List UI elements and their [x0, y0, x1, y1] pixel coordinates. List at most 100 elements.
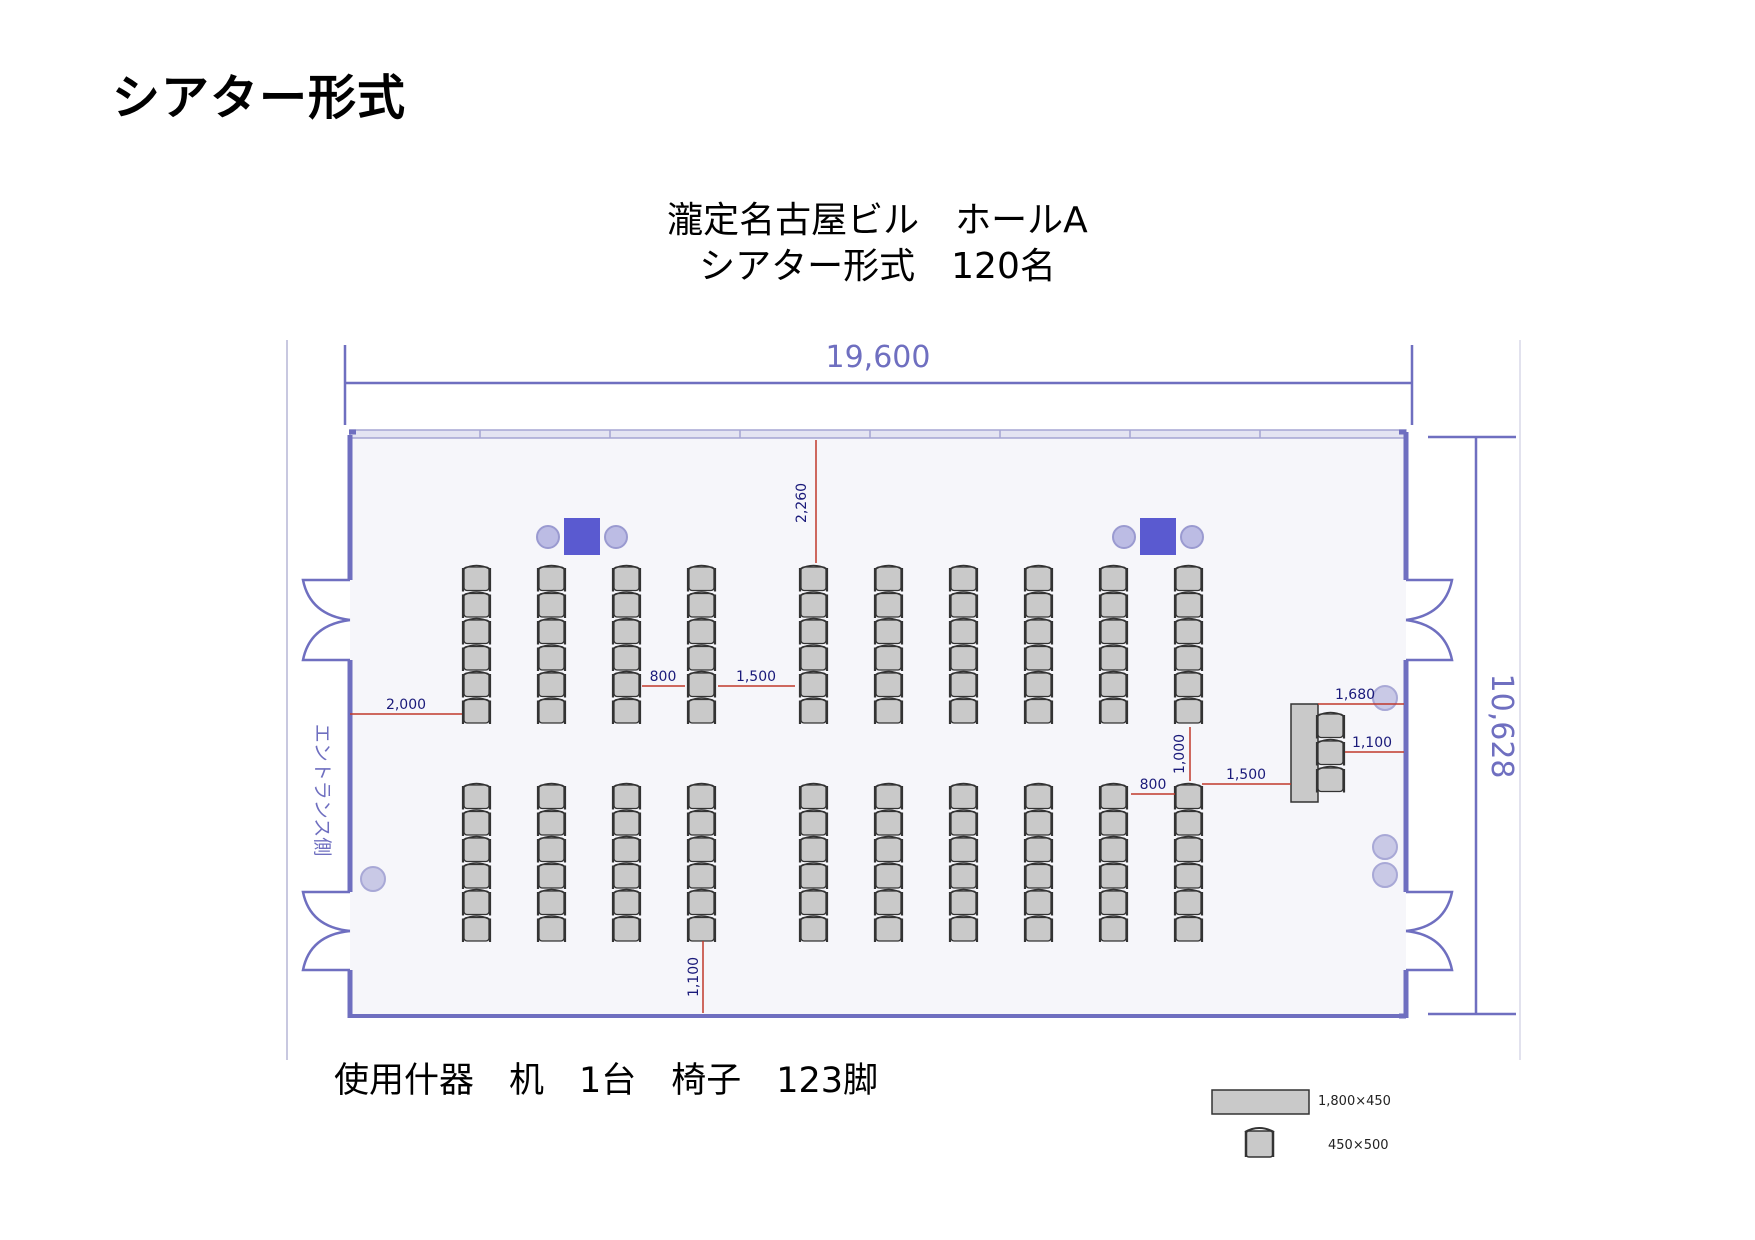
dim-right-center: 1,500 [1226, 767, 1266, 783]
chair [1098, 670, 1129, 698]
legend-table-label: 1,800×450 [1318, 1094, 1391, 1109]
chair [1023, 644, 1054, 671]
chair [536, 697, 567, 724]
chair [873, 862, 904, 889]
depth-dimension [1428, 435, 1516, 1016]
page-title: シアター形式 [112, 70, 407, 126]
chair [873, 564, 904, 592]
hall-title-line1: 瀧定名古屋ビル ホールA [667, 200, 1088, 241]
chair [798, 697, 829, 724]
chair [536, 644, 567, 671]
chair [948, 617, 979, 645]
chair [1173, 888, 1204, 916]
chair [611, 809, 642, 836]
chair [611, 644, 642, 671]
chair [948, 670, 979, 698]
chair [1173, 591, 1204, 618]
dimension-lines [350, 440, 1404, 1013]
chair [948, 564, 979, 592]
chair [611, 591, 642, 618]
chair [948, 809, 979, 836]
legend-chair-symbol [1244, 1127, 1275, 1158]
chair [798, 591, 829, 618]
chair [798, 862, 829, 889]
chair [1173, 564, 1204, 592]
chair [536, 782, 567, 810]
chair [461, 644, 492, 671]
chair [611, 617, 642, 645]
chair [873, 617, 904, 645]
entrance-label: エントランス側 [311, 724, 333, 857]
chair [873, 697, 904, 724]
speaker-table-left [536, 518, 628, 555]
chair [686, 617, 717, 645]
chair [1098, 591, 1129, 618]
chair [1173, 617, 1204, 645]
chair [536, 809, 567, 836]
chair [461, 835, 492, 863]
chair [798, 782, 829, 810]
chair [461, 697, 492, 724]
chair [1023, 782, 1054, 810]
chair [611, 835, 642, 863]
chair [1098, 564, 1129, 592]
hall-title-line2: シアター形式 120名 [699, 246, 1056, 287]
chair [1023, 697, 1054, 724]
chair [1173, 915, 1204, 942]
chair [536, 835, 567, 863]
chair [798, 617, 829, 645]
chair [948, 782, 979, 810]
chair [536, 862, 567, 889]
chair [1098, 697, 1129, 724]
chair [1173, 697, 1204, 724]
chair [1173, 782, 1204, 810]
chair [1173, 644, 1204, 671]
chair [873, 809, 904, 836]
chair [1023, 809, 1054, 836]
speaker-table-right [1112, 518, 1204, 555]
chair [611, 670, 642, 698]
dim-entrance-gap: 2,000 [386, 697, 426, 713]
chair [1315, 711, 1346, 739]
chair [1098, 862, 1129, 889]
chair [1098, 835, 1129, 863]
chair [873, 782, 904, 810]
chair [461, 915, 492, 942]
chair [461, 617, 492, 645]
chair [1098, 915, 1129, 942]
chair [461, 591, 492, 618]
chair [1023, 564, 1054, 592]
chair [686, 835, 717, 863]
chair [461, 564, 492, 592]
chair [611, 782, 642, 810]
front-chairs [1315, 711, 1346, 793]
front-table [1290, 703, 1319, 803]
chair [611, 915, 642, 942]
chair [798, 644, 829, 671]
audience-chairs [461, 564, 1204, 942]
chair [536, 915, 567, 942]
dim-top-gap: 2,260 [794, 483, 810, 523]
chair [1173, 670, 1204, 698]
chair [461, 782, 492, 810]
chair [948, 835, 979, 863]
chair [798, 915, 829, 942]
chair [798, 670, 829, 698]
equipment-summary: 使用什器 机 1台 椅子 123脚 [334, 1061, 879, 1101]
chair [798, 564, 829, 592]
entrance-doors [301, 578, 351, 972]
top-wall-segments [479, 430, 1261, 438]
right-wall [1399, 429, 1409, 1019]
chair [536, 564, 567, 592]
chair [461, 888, 492, 916]
chair [1023, 617, 1054, 645]
chair [1315, 765, 1346, 793]
chair [686, 888, 717, 916]
chair [798, 835, 829, 863]
chair [536, 617, 567, 645]
chair [611, 564, 642, 592]
chair [686, 564, 717, 592]
dim-front-row-gap: 1,100 [1352, 735, 1392, 751]
chair [948, 697, 979, 724]
chair [1098, 644, 1129, 671]
